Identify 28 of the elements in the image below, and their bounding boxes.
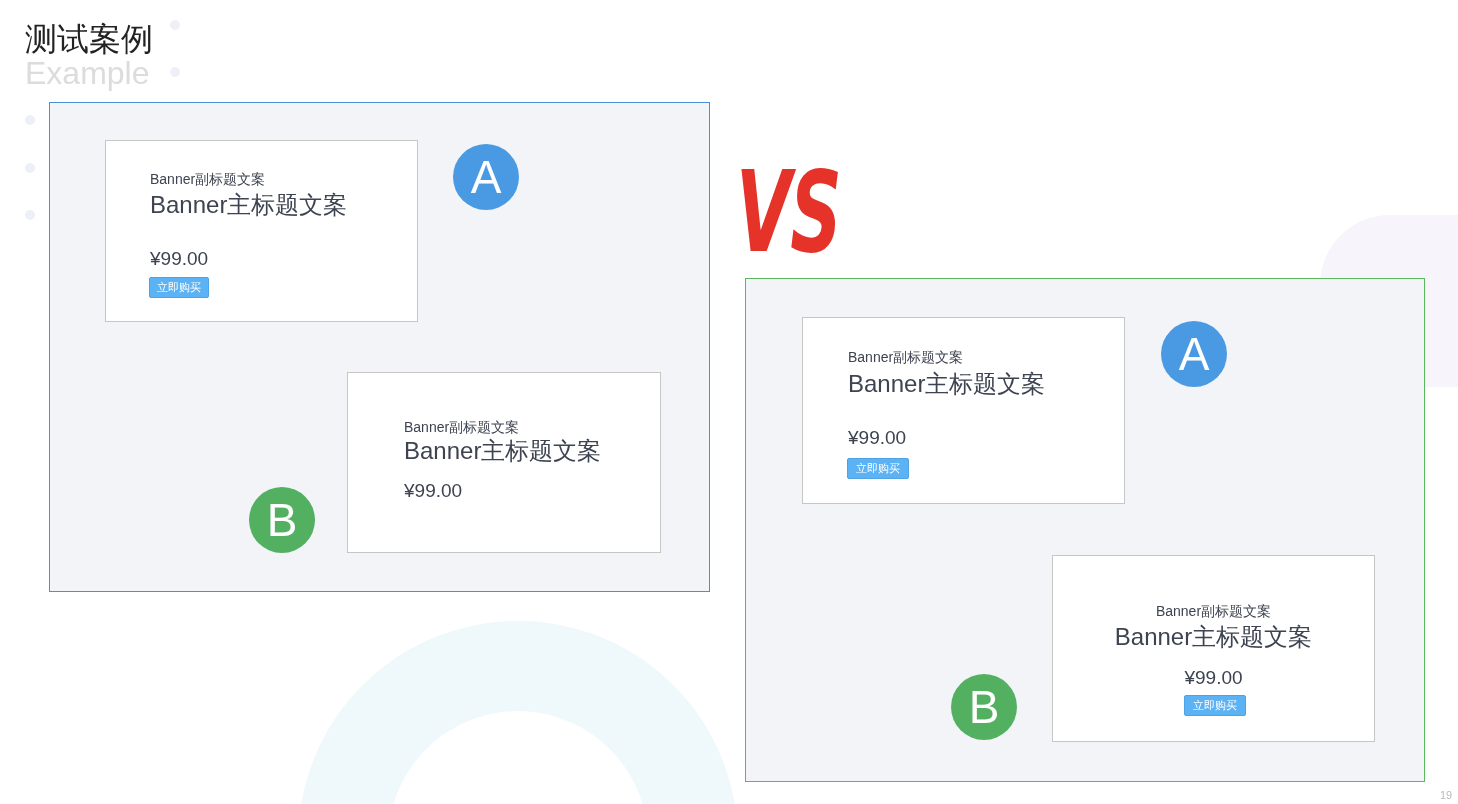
variant-circle: A: [1161, 321, 1227, 387]
banner-card: [802, 317, 1125, 504]
price-text: ¥99.00: [1184, 666, 1243, 689]
banner-subtitle: Banner副标题文案: [848, 349, 964, 366]
price-text: ¥99.00: [848, 426, 907, 449]
vs-text: VS: [736, 156, 841, 268]
banner-subtitle: Banner副标题文案: [150, 171, 266, 188]
slide-title: 测试案例: [25, 20, 153, 58]
variant-circle: A: [453, 144, 519, 210]
variant-circle: B: [951, 674, 1017, 740]
price-text: ¥99.00: [404, 479, 463, 502]
test-panel: [49, 102, 710, 592]
banner-title: Banner主标题文案: [848, 369, 1046, 398]
banner-card: [1052, 555, 1375, 742]
buy-button: 立即购买: [149, 277, 209, 298]
banner-title: Banner主标题文案: [1114, 622, 1313, 651]
page-number: 19: [1440, 789, 1453, 802]
banner-card: [347, 372, 661, 553]
test-panel: [745, 278, 1425, 782]
banner-subtitle: Banner副标题文案: [404, 419, 520, 436]
buy-button: 立即购买: [847, 458, 909, 479]
banner-title: Banner主标题文案: [404, 436, 602, 465]
price-text: ¥99.00: [150, 247, 209, 270]
banner-subtitle: Banner副标题文案: [1155, 603, 1272, 620]
buy-button: 立即购买: [1184, 695, 1246, 716]
variant-circle: B: [249, 487, 315, 553]
banner-title: Banner主标题文案: [150, 190, 348, 219]
banner-card: [105, 140, 418, 322]
